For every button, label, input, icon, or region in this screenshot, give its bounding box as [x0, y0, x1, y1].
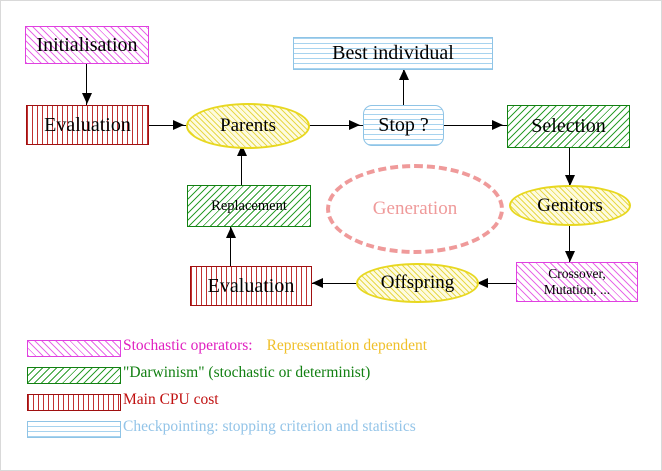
node-best-individual-label: Best individual [332, 42, 454, 65]
node-genitors-label: Genitors [537, 194, 603, 216]
legend: Stochastic operators: Representation depe… [1, 337, 661, 445]
edge-evaluation-bottom-to-replacement [230, 227, 232, 269]
generation-annotation-ellipse: Generation [326, 164, 504, 254]
node-selection-label: Selection [531, 115, 606, 138]
edge-initialisation-to-evaluation-top [86, 63, 88, 107]
node-parents[interactable]: Parents [186, 103, 310, 149]
arrowhead-up-parents [236, 145, 247, 156]
node-offspring[interactable]: Offspring [356, 263, 479, 303]
node-replacement[interactable]: Replacement [187, 185, 311, 227]
node-selection[interactable]: Selection [507, 105, 630, 148]
legend-swatch-stochastic-operators [27, 340, 121, 357]
edge-evaluation-top-to-parents [148, 125, 193, 127]
arrowhead-down-evaluation-top [81, 93, 92, 104]
legend-swatch-darwinism [27, 367, 121, 384]
edge-crossover-to-offspring [479, 283, 517, 285]
node-best-individual[interactable]: Best individual [293, 37, 493, 70]
node-stop[interactable]: Stop ? [363, 105, 444, 146]
legend-row: "Darwinism" (stochastic or determinist) [1, 364, 661, 391]
arrowhead-down-crossover [564, 251, 575, 262]
arrowhead-right-selection [492, 120, 503, 131]
node-crossover-mutation[interactable]: Crossover, Mutation, ... [516, 262, 638, 302]
arrowhead-up-replacement [225, 227, 236, 238]
legend-label-darwinism: "Darwinism" (stochastic or determinist) [123, 364, 370, 382]
node-initialisation-label: Initialisation [36, 33, 138, 56]
node-crossover-mutation-label: Crossover, Mutation, ... [543, 266, 611, 297]
arrowhead-up-best-individual [398, 69, 409, 80]
arrowhead-left-evaluation-bottom [312, 278, 323, 289]
legend-row: Stochastic operators: Representation depe… [1, 337, 661, 364]
node-genitors[interactable]: Genitors [509, 185, 631, 226]
edge-genitors-to-crossover [569, 225, 571, 265]
edge-stop-to-selection [444, 125, 509, 127]
edge-offspring-to-evaluation-bottom [312, 283, 360, 285]
arrowhead-left-offspring [477, 278, 488, 289]
node-parents-label: Parents [220, 115, 276, 137]
legend-label-checkpointing: Checkpointing: stopping criterion and st… [123, 418, 416, 436]
legend-text-primary: Stochastic operators: [123, 337, 253, 354]
node-evaluation-top-label: Evaluation [44, 113, 131, 136]
legend-text-primary: Checkpointing: stopping criterion and st… [123, 418, 416, 435]
legend-swatch-checkpointing [27, 421, 121, 438]
node-offspring-label: Offspring [380, 272, 455, 294]
legend-swatch-main-cpu-cost [27, 394, 121, 411]
legend-row: Checkpointing: stopping criterion and st… [1, 418, 661, 445]
arrowhead-down-genitors [564, 175, 575, 186]
arrowhead-right-parents [173, 120, 184, 131]
node-replacement-label: Replacement [211, 197, 287, 214]
legend-text-primary: Main CPU cost [123, 391, 219, 408]
node-evaluation-top[interactable]: Evaluation [26, 105, 149, 145]
legend-label-stochastic-operators: Stochastic operators: Representation depe… [123, 337, 427, 355]
legend-text-primary: "Darwinism" (stochastic or determinist) [123, 364, 371, 381]
arrowhead-right-stop [349, 120, 360, 131]
node-stop-label: Stop ? [378, 114, 429, 137]
node-evaluation-bottom[interactable]: Evaluation [190, 266, 312, 306]
edge-replacement-to-parents [241, 145, 243, 187]
edge-selection-to-genitors [569, 148, 571, 188]
generation-label: Generation [372, 198, 458, 219]
legend-label-main-cpu-cost: Main CPU cost [123, 391, 219, 409]
edge-stop-to-best-individual [403, 69, 405, 109]
legend-row: Main CPU cost [1, 391, 661, 418]
legend-text-secondary: Representation dependent [266, 337, 428, 354]
node-initialisation[interactable]: Initialisation [25, 26, 149, 64]
edge-parents-to-stop [309, 125, 365, 127]
node-evaluation-bottom-label: Evaluation [207, 274, 295, 297]
